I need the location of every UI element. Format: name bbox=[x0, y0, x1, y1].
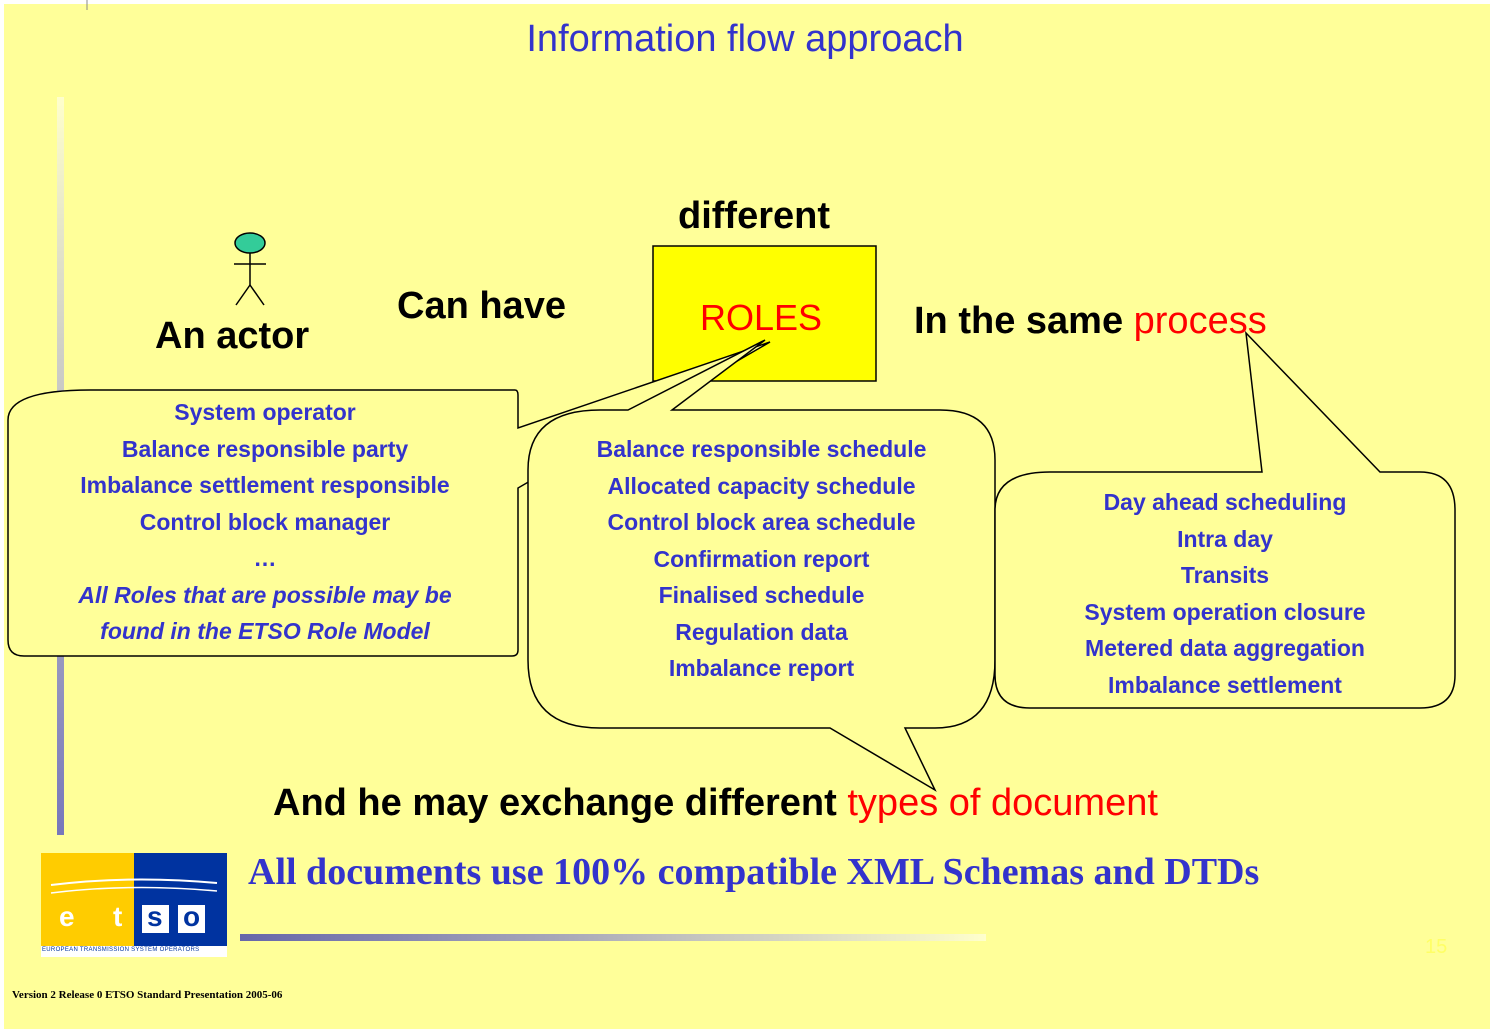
list-item: System operation closure bbox=[1084, 598, 1366, 625]
list-item: Balance responsible schedule bbox=[596, 436, 927, 462]
logo-caption: EUROPEAN TRANSMISSION SYSTEM OPERATORS bbox=[42, 947, 200, 953]
list-item: … bbox=[253, 545, 277, 571]
version-footer: Version 2 Release 0 ETSO Standard Presen… bbox=[12, 989, 283, 1001]
same-process-prefix: In the same bbox=[914, 300, 1134, 342]
slide-title: Information flow approach bbox=[526, 18, 964, 60]
list-item: Regulation data bbox=[675, 618, 848, 645]
footer-title: All documents use 100% compatible XML Sc… bbox=[248, 851, 1260, 893]
list-item: Imbalance settlement responsible bbox=[80, 472, 450, 498]
roles-box-label: ROLES bbox=[700, 297, 823, 338]
same-process-highlight: process bbox=[1133, 300, 1267, 342]
list-item: Intra day bbox=[1177, 525, 1273, 552]
list-item: Control block area schedule bbox=[607, 509, 916, 535]
logo-letter-s: s bbox=[147, 901, 163, 932]
footer-underline bbox=[240, 934, 986, 941]
list-item: Imbalance report bbox=[668, 655, 855, 681]
same-process-label: In the same process bbox=[914, 300, 1267, 343]
logo-letter-t: t bbox=[113, 901, 123, 932]
page-number: 15 bbox=[1425, 936, 1448, 958]
list-item: Confirmation report bbox=[653, 545, 870, 572]
exchange-prefix: And he may exchange different bbox=[273, 782, 848, 824]
etso-logo: e t s o EUROPEAN TRANSMISSION SYSTEM OPE… bbox=[41, 853, 227, 957]
roles-list: System operator Balance responsible part… bbox=[20, 394, 510, 650]
logo-letter-o: o bbox=[183, 901, 201, 932]
list-item: Balance responsible party bbox=[121, 435, 409, 462]
different-label: different bbox=[678, 195, 830, 237]
list-item: Day ahead scheduling bbox=[1103, 489, 1347, 515]
list-item: Imbalance settlement bbox=[1108, 671, 1342, 698]
roles-box bbox=[652, 245, 877, 382]
list-item: Control block manager bbox=[139, 508, 391, 535]
process-list: Day ahead scheduling Intra day Transits … bbox=[997, 484, 1453, 703]
documents-callout bbox=[527, 339, 996, 792]
list-item: Finalised schedule bbox=[658, 582, 865, 608]
list-item: Allocated capacity schedule bbox=[607, 472, 916, 499]
actor-icon bbox=[234, 232, 266, 306]
role-model-note: All Roles that are possible may be bbox=[78, 581, 452, 608]
list-item: System operator bbox=[174, 399, 356, 425]
etso-logo-graphic bbox=[41, 853, 227, 957]
role-model-note: found in the ETSO Role Model bbox=[100, 618, 430, 644]
can-have-label: Can have bbox=[397, 285, 566, 327]
documents-list: Balance responsible schedule Allocated c… bbox=[530, 431, 993, 687]
exchange-highlight: types of document bbox=[847, 782, 1158, 824]
logo-letter-e: e bbox=[59, 901, 75, 932]
actor-label: An actor bbox=[155, 315, 310, 357]
exchange-label: And he may exchange different types of d… bbox=[273, 782, 1158, 825]
process-callout bbox=[994, 330, 1456, 709]
list-item: Transits bbox=[1180, 562, 1270, 588]
list-item: Metered data aggregation bbox=[1085, 635, 1365, 661]
